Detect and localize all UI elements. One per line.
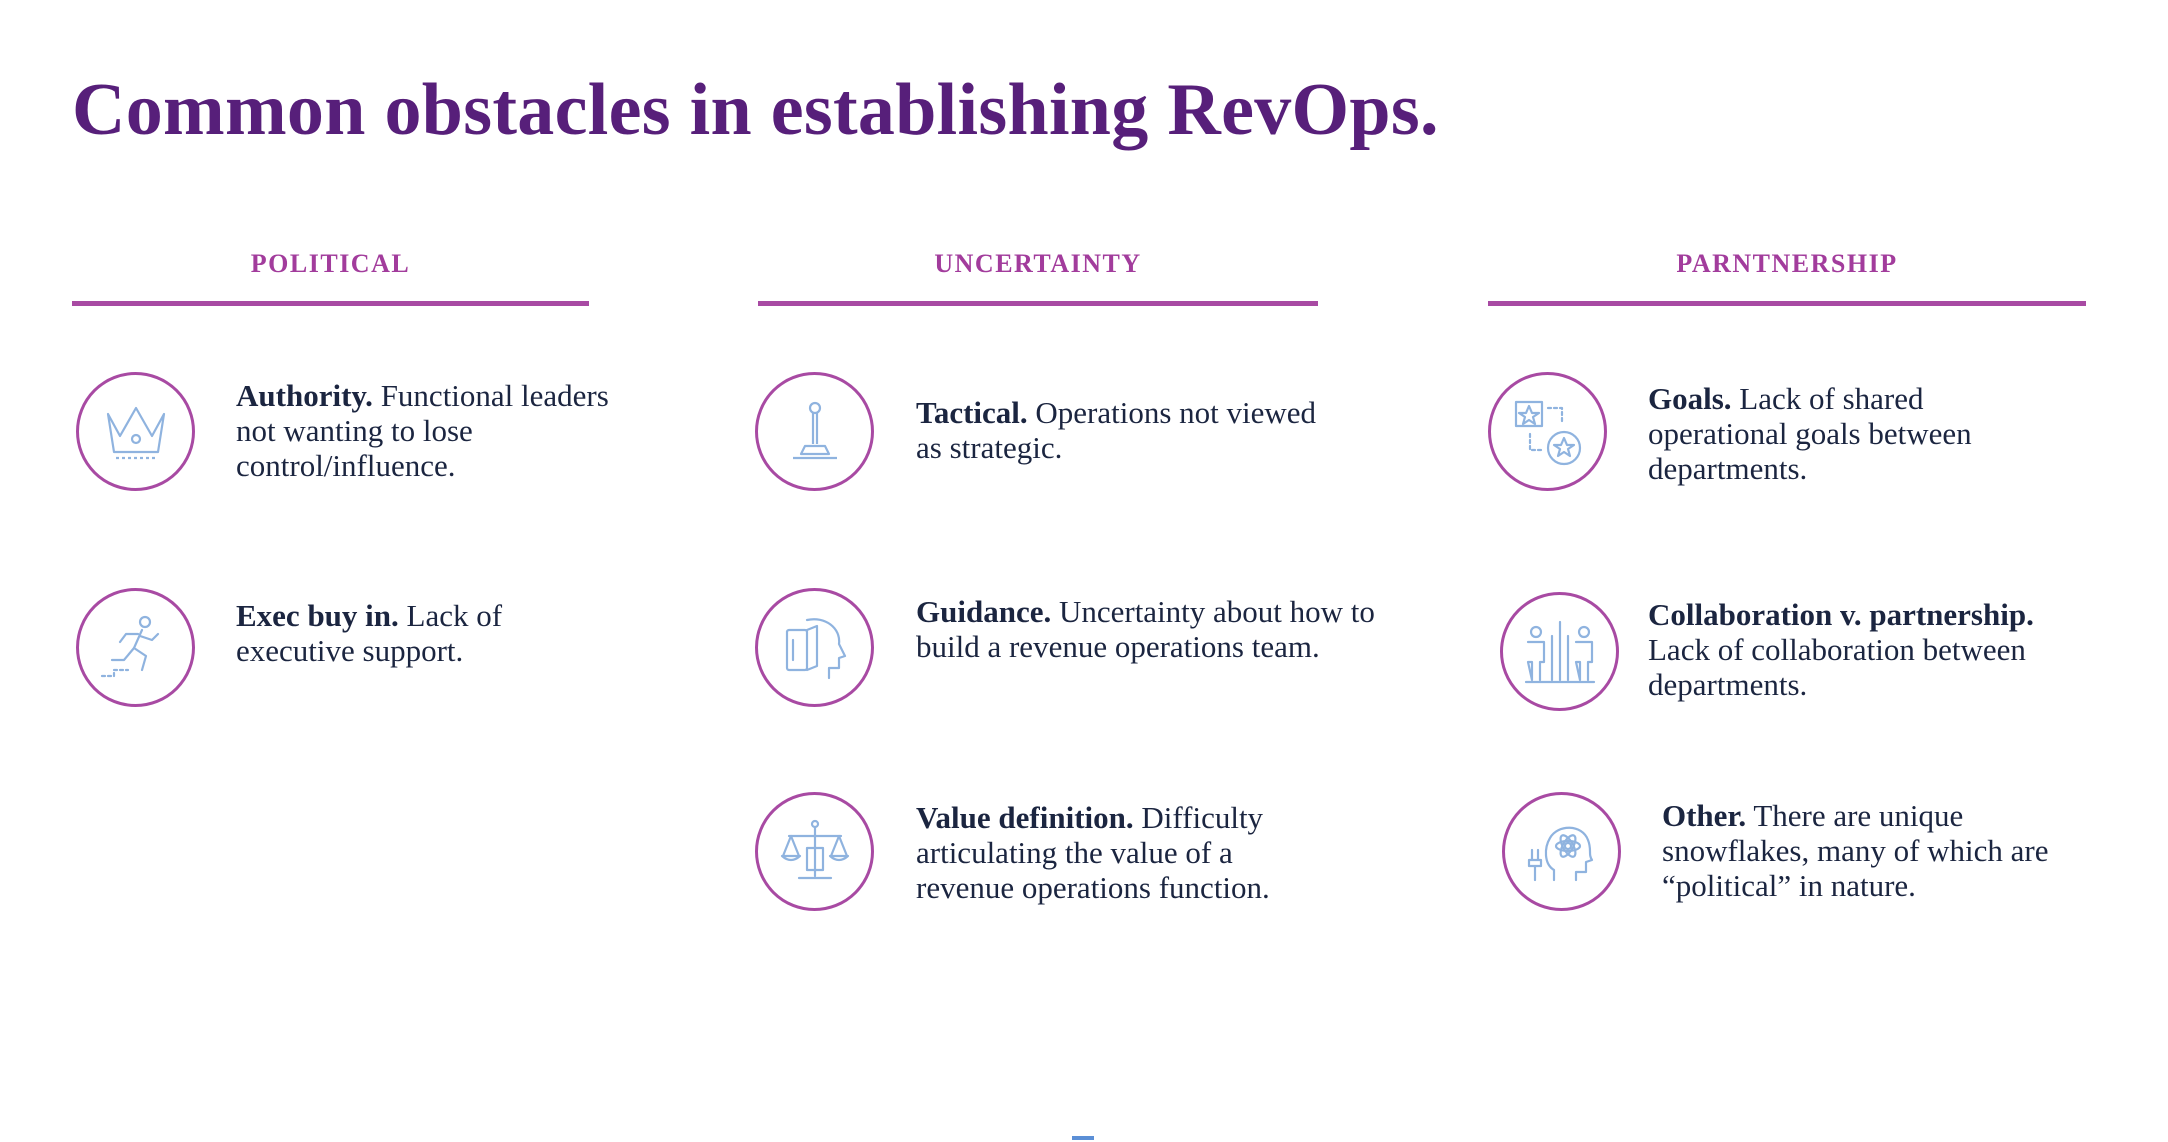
obstacle-authority: Authority. Functional leaders not wantin… <box>236 378 609 483</box>
head-book-icon <box>755 588 874 707</box>
people-pillars-icon <box>1500 592 1619 711</box>
obstacle-goals: Goals. Lack of shared operational goals … <box>1648 381 1972 486</box>
obstacle-tactical: Tactical. Operations not viewed as strat… <box>916 395 1317 465</box>
obstacle-value-definition: Value definition. Difficulty articulatin… <box>916 800 1270 905</box>
obstacle-exec-buy-in: Exec buy in. Lack of executive support. <box>236 598 503 668</box>
obstacle-guidance: Guidance. Uncertainty about how to build… <box>916 594 1375 664</box>
chess-pawn-icon <box>755 372 874 491</box>
scales-icon <box>755 792 874 911</box>
shared-goals-icon <box>1488 372 1607 491</box>
crown-icon <box>76 372 195 491</box>
column-rule-partnership <box>1488 301 2086 306</box>
column-rule-political <box>72 301 589 306</box>
slide-selection-handle <box>1072 1136 1094 1140</box>
slide-title: Common obstacles in establishing RevOps. <box>72 69 1439 151</box>
column-heading-uncertainty: UNCERTAINTY <box>934 249 1142 278</box>
running-person-icon <box>76 588 195 707</box>
column-rule-uncertainty <box>758 301 1318 306</box>
column-heading-partnership: PARNTNERSHIP <box>1676 249 1898 278</box>
obstacle-other: Other. There are unique snowflakes, many… <box>1662 798 2049 903</box>
column-heading-political: POLITICAL <box>250 249 411 278</box>
head-atom-icon <box>1502 792 1621 911</box>
obstacle-collaboration: Collaboration v. partnership. Lack of co… <box>1648 597 2034 702</box>
